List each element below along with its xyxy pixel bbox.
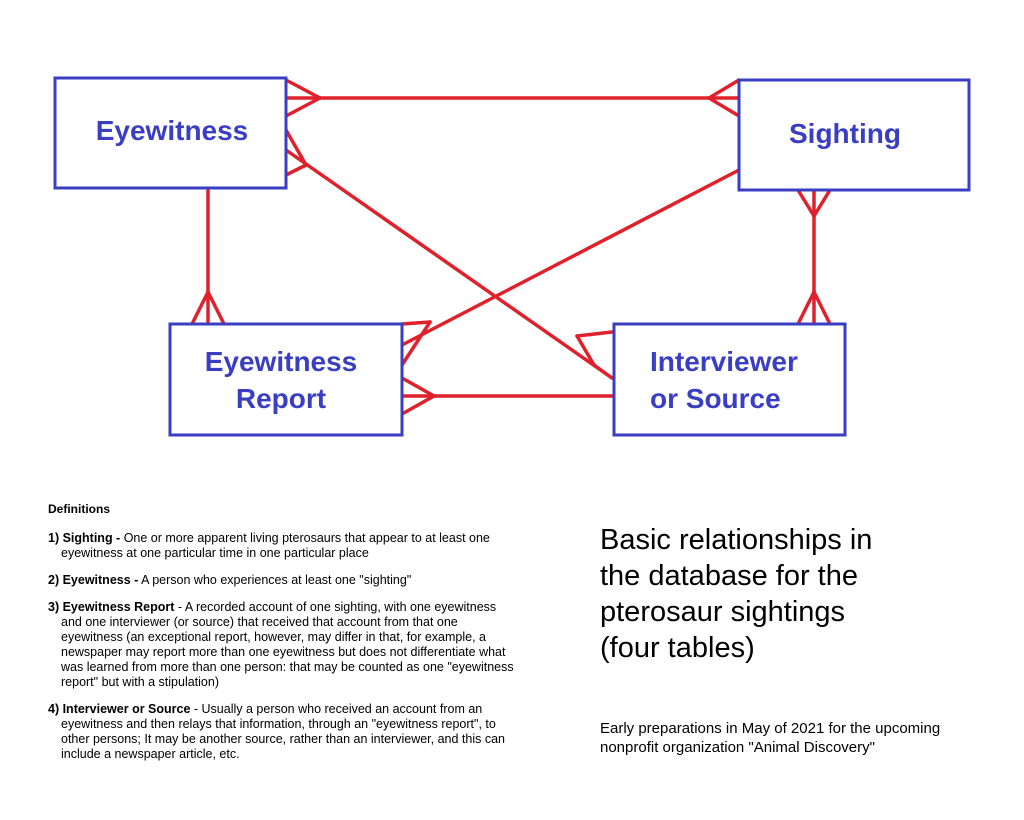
definition-term: 1) Sighting - [48,531,121,545]
entity-eyewitness-report-label-line1: Eyewitness [205,346,358,377]
caption-line: Basic relationships in [600,524,873,556]
relationship-eyewitness-report [190,186,226,326]
definition-term: 2) Eyewitness - [48,573,139,587]
definition-term: 4) Interviewer or Source [48,702,191,716]
definition-text: - A recorded account of one sighting, wi… [61,600,514,689]
definition-text: - Usually a person who received an accou… [61,702,506,761]
relationship-sighting-interviewer [796,188,832,326]
footnote-line: nonprofit organization "Animal Discovery… [600,739,875,756]
caption-line: (four tables) [600,632,755,664]
definition-text: One or more apparent living pterosaurs t… [61,531,490,560]
entity-eyewitness-label: Eyewitness [96,115,249,146]
definition-text: A person who experiences at least one "s… [138,573,412,587]
caption-line: pterosaur sightings [600,596,846,628]
entity-eyewitness: Eyewitness [53,76,288,190]
caption-line: the database for the [600,560,858,592]
diagram-caption: Basic relationships in the database for … [600,522,1000,666]
entity-interviewer-or-source: Interviewer or Source [612,322,847,437]
definition-eyewitness-report: 3) Eyewitness Report - A recorded accoun… [48,600,518,690]
entity-relationship-diagram: Eyewitness Sighting Eyewitness Report In… [53,76,971,437]
entity-interviewer-label-line1: Interviewer [650,346,798,377]
footnote: Early preparations in May of 2021 for th… [600,719,1000,757]
definition-interviewer: 4) Interviewer or Source - Usually a per… [48,702,518,762]
entity-sighting-label: Sighting [789,118,901,149]
definition-term: 3) Eyewitness Report [48,600,175,614]
entity-eyewitness-report: Eyewitness Report [168,322,404,437]
definition-sighting: 1) Sighting - One or more apparent livin… [48,531,518,561]
relationship-lines [190,78,832,416]
definitions-heading: Definitions [48,502,110,516]
relationship-interviewer-report [400,376,616,416]
footnote-line: Early preparations in May of 2021 for th… [600,720,941,737]
entity-sighting: Sighting [737,78,971,192]
relationship-sighting-report [400,168,741,367]
entity-eyewitness-report-label-line2: Report [236,383,326,414]
relationship-eyewitness-sighting [284,78,741,118]
entity-interviewer-label-line2: or Source [650,383,781,414]
definition-eyewitness: 2) Eyewitness - A person who experiences… [48,573,518,588]
relationship-eyewitness-interviewer [284,128,614,380]
definitions-section: Definitions 1) Sighting - One or more ap… [48,502,518,774]
